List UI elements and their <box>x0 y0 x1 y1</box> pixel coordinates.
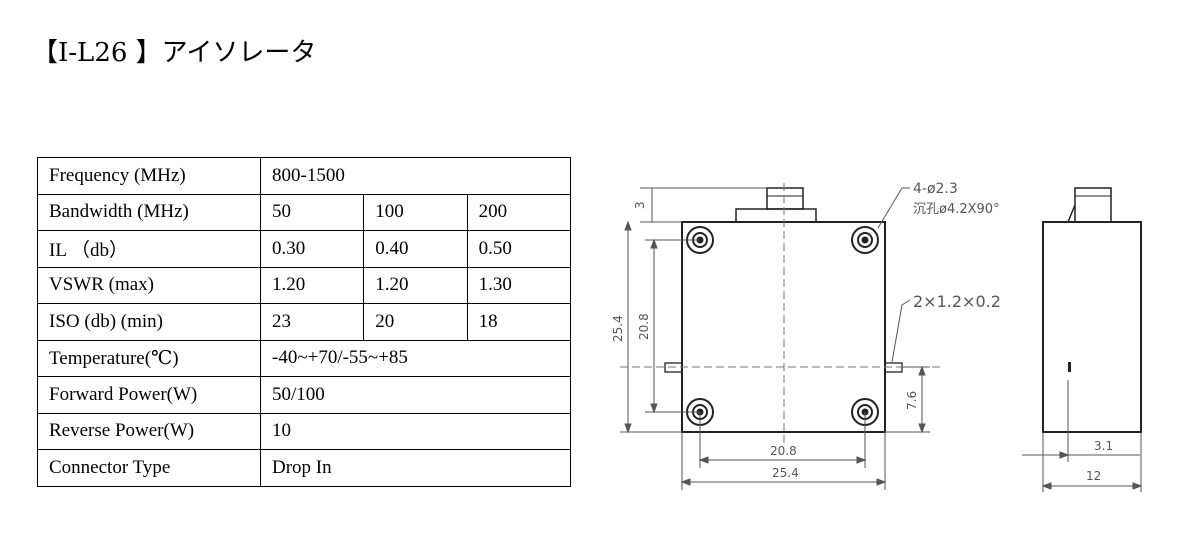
table-row: Connector Type Drop In <box>37 449 571 487</box>
cell-value: Drop In <box>260 449 571 487</box>
cell-value: 20 <box>363 303 468 341</box>
row-label: ISO (db) (min) <box>37 303 261 341</box>
row-label: IL （db） <box>37 230 261 268</box>
side-dimension-lines <box>1022 380 1143 492</box>
row-label: Bandwidth (MHz) <box>37 193 261 231</box>
dimension-lines <box>620 187 930 490</box>
row-label: Frequency (MHz) <box>37 157 261 195</box>
row-label: Temperature(℃) <box>37 339 261 377</box>
technical-drawing: 4-ø2.3 沉孔ø4.2X90° 2×1.2×0.2 3 25.4 20.8 … <box>611 181 1143 492</box>
cell-value: 23 <box>259 303 365 341</box>
dim-height-inner: 20.8 <box>637 313 651 340</box>
table-row: ISO (db) (min) 23 20 18 <box>37 303 571 341</box>
dim-side-offset: 3.1 <box>1094 439 1113 453</box>
cell-value: 1.20 <box>363 266 468 304</box>
cell-value: 50 <box>259 193 365 231</box>
cell-value: 100 <box>363 193 468 231</box>
dim-height-outer: 25.4 <box>611 315 625 342</box>
row-label: Forward Power(W) <box>37 376 261 414</box>
dim-side-width: 12 <box>1086 469 1101 483</box>
table-row: Temperature(℃) -40~+70/-55~+85 <box>37 339 571 377</box>
cell-value: 200 <box>466 193 571 231</box>
cell-value: 18 <box>466 303 571 341</box>
cell-value: -40~+70/-55~+85 <box>260 339 571 377</box>
table-row: Forward Power(W) 50/100 <box>37 376 571 414</box>
side-body <box>1042 221 1142 433</box>
table-row: Reverse Power(W) 10 <box>37 412 571 450</box>
pin-callout: 2×1.2×0.2 <box>913 292 1001 311</box>
page-title: 【I-L26 】アイソレータ <box>32 38 317 68</box>
dim-top-tab: 3 <box>633 201 647 209</box>
countersink-callout: 沉孔ø4.2X90° <box>913 202 1000 217</box>
cell-value: 0.40 <box>363 230 468 268</box>
hole-callout: 4-ø2.3 <box>913 181 958 197</box>
cell-value: 50/100 <box>260 376 571 414</box>
dim-width-outer: 25.4 <box>772 466 799 480</box>
row-label: Connector Type <box>37 449 261 487</box>
dim-pin-height: 7.6 <box>905 391 919 410</box>
cell-value: 0.30 <box>259 230 365 268</box>
connector-tab <box>766 187 804 210</box>
cell-value: 1.20 <box>259 266 365 304</box>
cell-value: 10 <box>260 412 571 450</box>
table-row: Frequency (MHz) 800-1500 <box>37 157 571 195</box>
side-pin <box>1068 362 1071 372</box>
row-label: Reverse Power(W) <box>37 412 261 450</box>
table-row: VSWR (max) 1.20 1.20 1.30 <box>37 266 571 304</box>
row-label: VSWR (max) <box>37 266 261 304</box>
mounting-hole <box>851 226 879 254</box>
cell-value: 0.50 <box>466 230 571 268</box>
cell-value: 1.30 <box>466 266 571 304</box>
dimension-labels: 4-ø2.3 沉孔ø4.2X90° 2×1.2×0.2 3 25.4 20.8 … <box>611 181 1113 483</box>
dim-width-inner: 20.8 <box>770 444 797 458</box>
connector-tab-base <box>735 208 817 223</box>
side-view <box>1042 187 1142 433</box>
cell-value: 800-1500 <box>260 157 571 195</box>
table-row: Bandwidth (MHz) 50 100 200 <box>37 193 571 231</box>
table-row: IL （db） 0.30 0.40 0.50 <box>37 230 571 268</box>
spec-table: Frequency (MHz) 800-1500 Bandwidth (MHz)… <box>37 157 571 487</box>
side-tab <box>1074 187 1112 223</box>
